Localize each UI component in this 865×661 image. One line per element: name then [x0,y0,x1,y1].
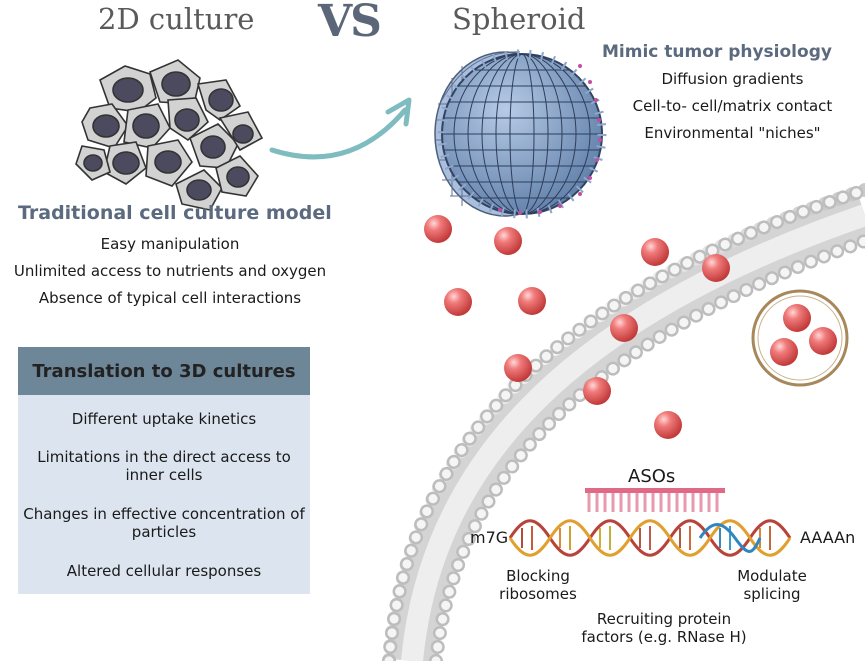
translation-item: Different uptake kinetics [71,410,257,428]
traditional-heading: Traditional cell culture model [18,202,332,224]
mrna-helix [508,519,792,557]
traditional-point: Unlimited access to nutrients and oxygen [13,262,327,280]
spheroid-point: Cell-to- cell/matrix contact [632,97,833,115]
liposome-vesicle [751,289,849,387]
aso-strand [585,488,725,512]
nanoparticles [424,215,730,439]
title-2d-culture: 2D culture [98,2,255,36]
translation-item: Altered cellular responses [66,562,262,580]
spheroid-point: Diffusion gradients [661,70,804,88]
spheroid-illustration [434,49,607,219]
mechanism-blocking-ribosomes: Blocking ribosomes [499,567,577,603]
transition-arrow [269,97,412,160]
membrane-bilayer [382,183,865,661]
poly-a-tail-label: AAAAn [800,528,856,547]
translation-item: Changes in effective concentration of pa… [23,505,305,541]
traditional-point: Absence of typical cell interactions [38,289,302,307]
mechanism-recruiting-factors: Recruiting protein factors (e.g. RNase H… [581,610,747,646]
translation-box-heading: Translation to 3D cultures [18,347,310,395]
spheroid-heading: Mimic tumor physiology [602,42,832,62]
five-prime-cap-label: m7G [470,528,509,547]
title-spheroid: Spheroid [452,2,586,36]
aso-label: ASOs [628,466,676,487]
traditional-point: Easy manipulation [100,235,240,253]
spheroid-point: Environmental "niches" [644,124,821,142]
mechanism-modulate-splicing: Modulate splicing [737,567,807,603]
2d-cell-cluster [75,59,264,211]
versus-label: VS [318,0,382,47]
translation-item: Limitations in the direct access to inne… [37,448,291,484]
